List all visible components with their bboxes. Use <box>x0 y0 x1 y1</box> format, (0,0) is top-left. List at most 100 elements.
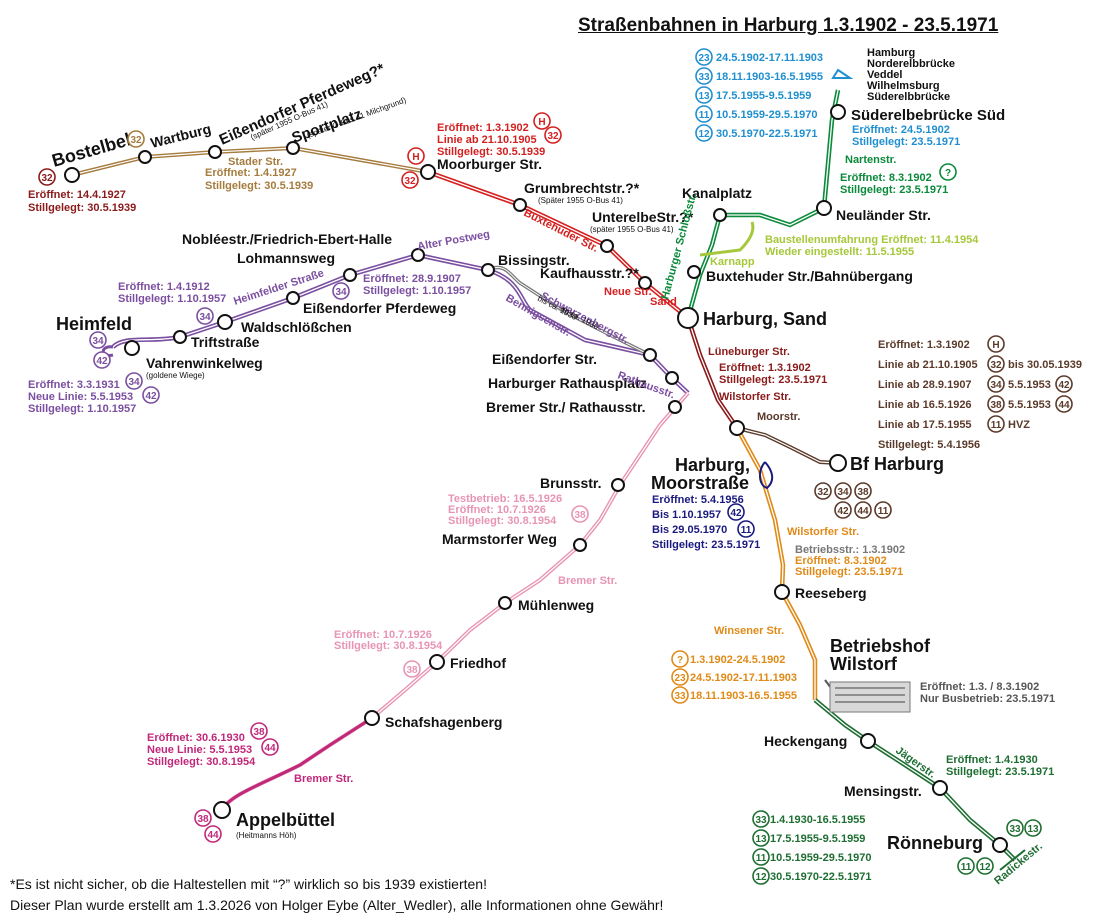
svg-text:34: 34 <box>335 287 347 298</box>
stop-rathausplatz[interactable] <box>665 371 679 385</box>
label-harburg-moor-1: Harburg, <box>675 455 750 475</box>
stop-neulaender[interactable] <box>816 200 832 216</box>
legend-brown-mid-2: 5.5.1953 <box>1008 379 1051 391</box>
footnote-credits: Dieser Plan wurde erstellt am 1.3.2026 v… <box>10 897 664 913</box>
legend-blue-badge-13: 13 <box>695 86 713 104</box>
stop-suederelbruecke[interactable] <box>830 104 846 120</box>
stop-unterelbe[interactable] <box>600 239 614 253</box>
legend-brown-badge2-42: 42 <box>1055 375 1073 393</box>
legend-orange-badge-1: 23 <box>671 668 689 686</box>
svg-text:32: 32 <box>990 360 1002 371</box>
stop-noblee[interactable] <box>411 248 425 262</box>
stop-muehlenweg[interactable] <box>498 596 512 610</box>
svg-text:44: 44 <box>207 830 219 841</box>
badge-heimfeld-34: 34 <box>89 331 107 349</box>
stop-roenneburg[interactable] <box>992 837 1008 853</box>
svg-text:44: 44 <box>1058 400 1070 411</box>
street-neue: Neue Str. <box>604 286 652 298</box>
stop-marmstorfer[interactable] <box>573 538 587 552</box>
street-bremer1: Bremer Str. <box>558 575 617 587</box>
legend-green-badge-33: 33 <box>752 810 770 828</box>
badge-roenneburg-33: 33 <box>1006 819 1024 837</box>
label-kaufhaus: Kaufhausstr.?* <box>540 265 639 281</box>
stop-schafshagenberg[interactable] <box>364 710 380 726</box>
stop-heckengang[interactable] <box>860 733 876 749</box>
badge-moorstr-11: 11 <box>737 520 755 538</box>
label-marmstorfer: Marmstorfer Weg <box>442 531 557 547</box>
depot-betriebshof <box>824 679 911 713</box>
legend-brown-badge-H: H <box>987 335 1005 353</box>
svg-text:38: 38 <box>406 665 418 676</box>
label-bremer-rathaus: Bremer Str./ Rathausstr. <box>486 399 646 415</box>
label-bostelbek: Bostelbek <box>50 128 139 171</box>
svg-text:?: ? <box>945 168 951 179</box>
label-grumbrecht-obus: (Später 1955 O-Bus 41) <box>538 196 623 205</box>
stop-mensingstr[interactable] <box>932 780 948 796</box>
stop-waldschloesschen[interactable] <box>217 314 233 330</box>
label-lohmannsweg: Lohmannsweg <box>237 250 335 266</box>
label-unterelbe-obus: (später 1955 O-Bus 41) <box>590 225 674 234</box>
label-unterelbe: UnterelbeStr.?* <box>592 209 694 225</box>
line-darkred-lueneburger <box>685 317 739 430</box>
badge-moorburger-32: 32 <box>401 171 419 189</box>
legend-green-text-33: 1.4.1930-16.5.1955 <box>770 814 865 826</box>
stop-eissendorfer-pferdeweg-q[interactable] <box>208 145 222 159</box>
stop-vahrenwinkelweg[interactable] <box>124 340 140 356</box>
stop-kanalplatz[interactable] <box>713 208 727 222</box>
badge-roenneburg-13: 13 <box>1024 819 1042 837</box>
label-wartburg: Wartburg <box>149 120 213 150</box>
street-nartenstr: Nartenstr. <box>845 154 896 166</box>
svg-text:H: H <box>412 152 419 163</box>
stop-harburg-sand[interactable] <box>677 307 699 329</box>
badge-roenneburg-12: 12 <box>976 857 994 875</box>
stop-bissingstr[interactable] <box>481 263 495 277</box>
stop-bremer-rathaus[interactable] <box>668 400 682 414</box>
label-harburg-moor-2: Moorstraße <box>651 473 749 493</box>
legend-green-badge-12: 12 <box>752 867 770 885</box>
stop-wartburg[interactable] <box>138 150 152 164</box>
stop-kaufhaus[interactable] <box>638 276 652 290</box>
svg-text:32: 32 <box>547 131 559 142</box>
stop-bostelbek[interactable] <box>64 167 80 183</box>
stop-triftstrasse[interactable] <box>173 330 187 344</box>
stop-eissendorfer-pferdeweg[interactable] <box>286 291 300 305</box>
stop-moorburger[interactable] <box>420 164 436 180</box>
line-pink-appelbuettel <box>220 391 690 812</box>
label-buxtehuder-bahn: Buxtehuder Str./Bahnübergang <box>706 268 913 284</box>
stop-bf-harburg[interactable] <box>829 454 847 472</box>
stop-buxtehuder-bahn[interactable] <box>687 265 701 279</box>
legend-orange-text-2: 18.11.1903-16.5.1955 <box>690 690 797 702</box>
svg-text:33: 33 <box>698 72 710 83</box>
stop-appelbuettel[interactable] <box>213 801 231 819</box>
line-orange-wilstorf <box>735 426 818 700</box>
street-wilstorfer1: Wilstorfer Str. <box>719 391 791 403</box>
stop-harburg-moorstrasse[interactable] <box>729 420 745 436</box>
svg-text:32: 32 <box>817 487 829 498</box>
stop-reeseberg[interactable] <box>774 584 790 600</box>
legend-orange-text-1: 24.5.1902-17.11.1903 <box>690 672 797 684</box>
label-schafshagenberg: Schafshagenberg <box>385 714 502 730</box>
svg-text:11: 11 <box>699 110 710 121</box>
stop-eissendorfer-str[interactable] <box>643 348 657 362</box>
stop-grumbrecht[interactable] <box>513 198 527 212</box>
label-moorburger: Moorburger Str. <box>437 156 542 172</box>
svg-text:H: H <box>992 340 999 351</box>
svg-text:13: 13 <box>755 834 767 845</box>
stop-brunsstr[interactable] <box>611 478 625 492</box>
stop-lohmannsweg[interactable] <box>343 268 357 282</box>
stop-friedhof[interactable] <box>429 654 445 670</box>
label-noblee: Nobléestr./Friedrich-Ebert-Halle <box>182 231 392 247</box>
legend-blue-text-13: 17.5.1955-9.5.1959 <box>716 90 811 102</box>
stop-sportplatz[interactable] <box>286 141 300 155</box>
legend-brown-badge-38: 38 <box>987 395 1005 413</box>
